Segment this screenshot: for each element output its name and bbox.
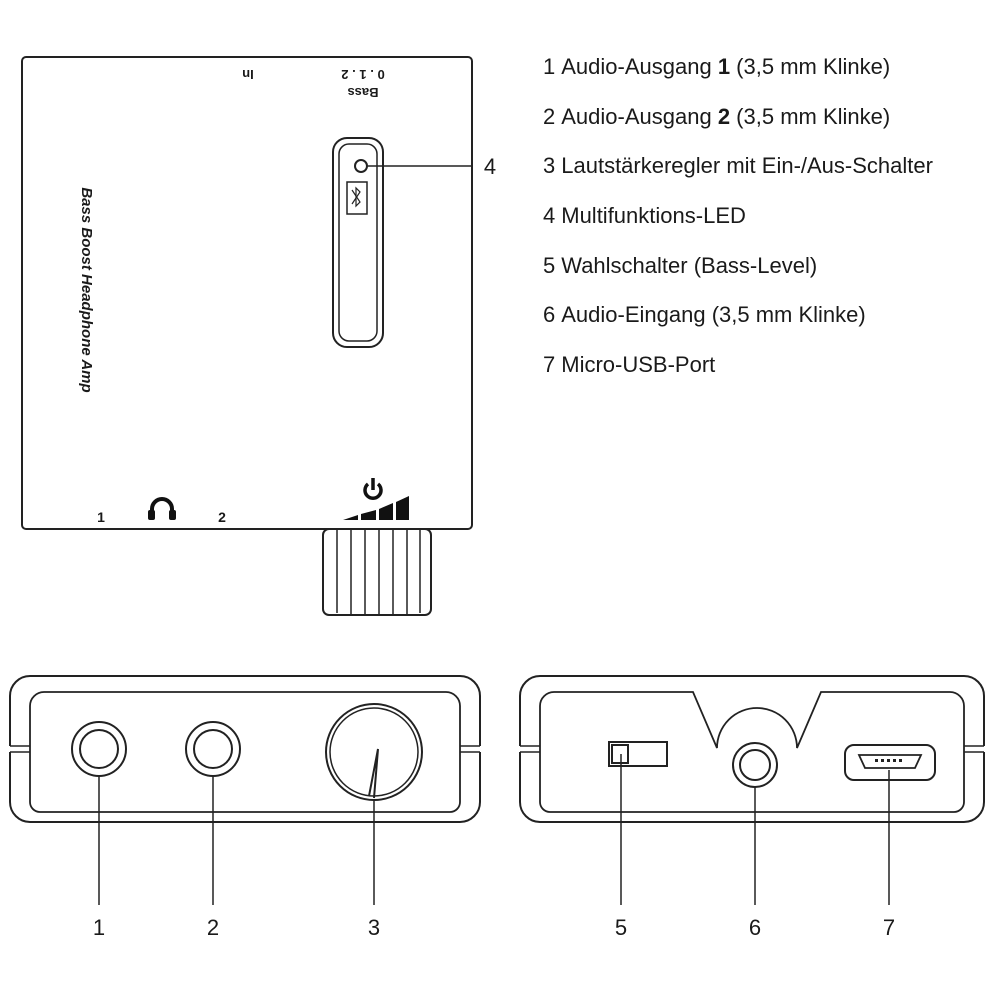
legend-text-suffix: (3,5 mm Klinke) [730,103,891,129]
legend-text: Multifunktions-LED [561,203,746,229]
volume-knob-front [325,703,423,801]
legend-number: 3 [543,153,556,179]
product-name: Bass Boost Headphone Amp [78,187,95,392]
callout-2: 2 [207,915,219,940]
legend-number: 2 [543,103,556,129]
audio-output-1-jack [71,721,127,777]
legend-number: 1 [543,54,556,79]
legend-number: 4 [543,203,556,229]
bass-level-switch [608,741,668,767]
callout-3: 3 [368,915,380,940]
legend-text: Wahlschalter (Bass-Level) [561,252,818,278]
audio-input-jack [732,742,778,788]
legend-text: Audio-Eingang (3,5 mm Klinke) [561,302,866,328]
bass-label: Bass [347,85,378,100]
bass-levels-label: 0 . 1 . 2 [341,67,384,82]
legend-text: Micro-USB-Port [561,352,716,378]
legend-bold: 1 [717,54,731,79]
callout-4: 4 [484,154,496,179]
volume-ramp-icon [343,496,409,520]
output-2-label: 2 [218,509,226,525]
back-panel: 5 6 7 [519,675,985,940]
led-window [332,137,384,348]
legend-number: 6 [543,302,556,328]
front-panel: 1 2 3 [9,675,481,940]
headphone-icon [148,497,176,520]
callout-6: 6 [749,915,761,940]
callout-5: 5 [615,915,627,940]
multifunction-led [354,159,368,173]
legend-number: 5 [543,252,556,278]
output-1-label: 1 [97,509,105,525]
micro-usb-port [844,744,936,781]
legend-text: Lautstärkeregler mit Ein-/Aus-Schalter [561,153,933,179]
callout-1: 1 [93,915,105,940]
legend-text: Audio-Ausgang [561,54,718,79]
legend-text-suffix: (3,5 mm Klinke) [730,54,891,79]
device-top-view: 0 . 1 . 2 Bass In Bass Boost Headphone A… [21,56,496,616]
power-icon [363,478,383,500]
input-label: In [242,67,254,82]
volume-knob-top [322,528,432,616]
legend-text: Audio-Ausgang [561,103,718,129]
callout-7: 7 [883,915,895,940]
legend-number: 7 [543,352,556,378]
audio-output-2-jack [185,721,241,777]
legend-bold: 2 [717,103,731,129]
